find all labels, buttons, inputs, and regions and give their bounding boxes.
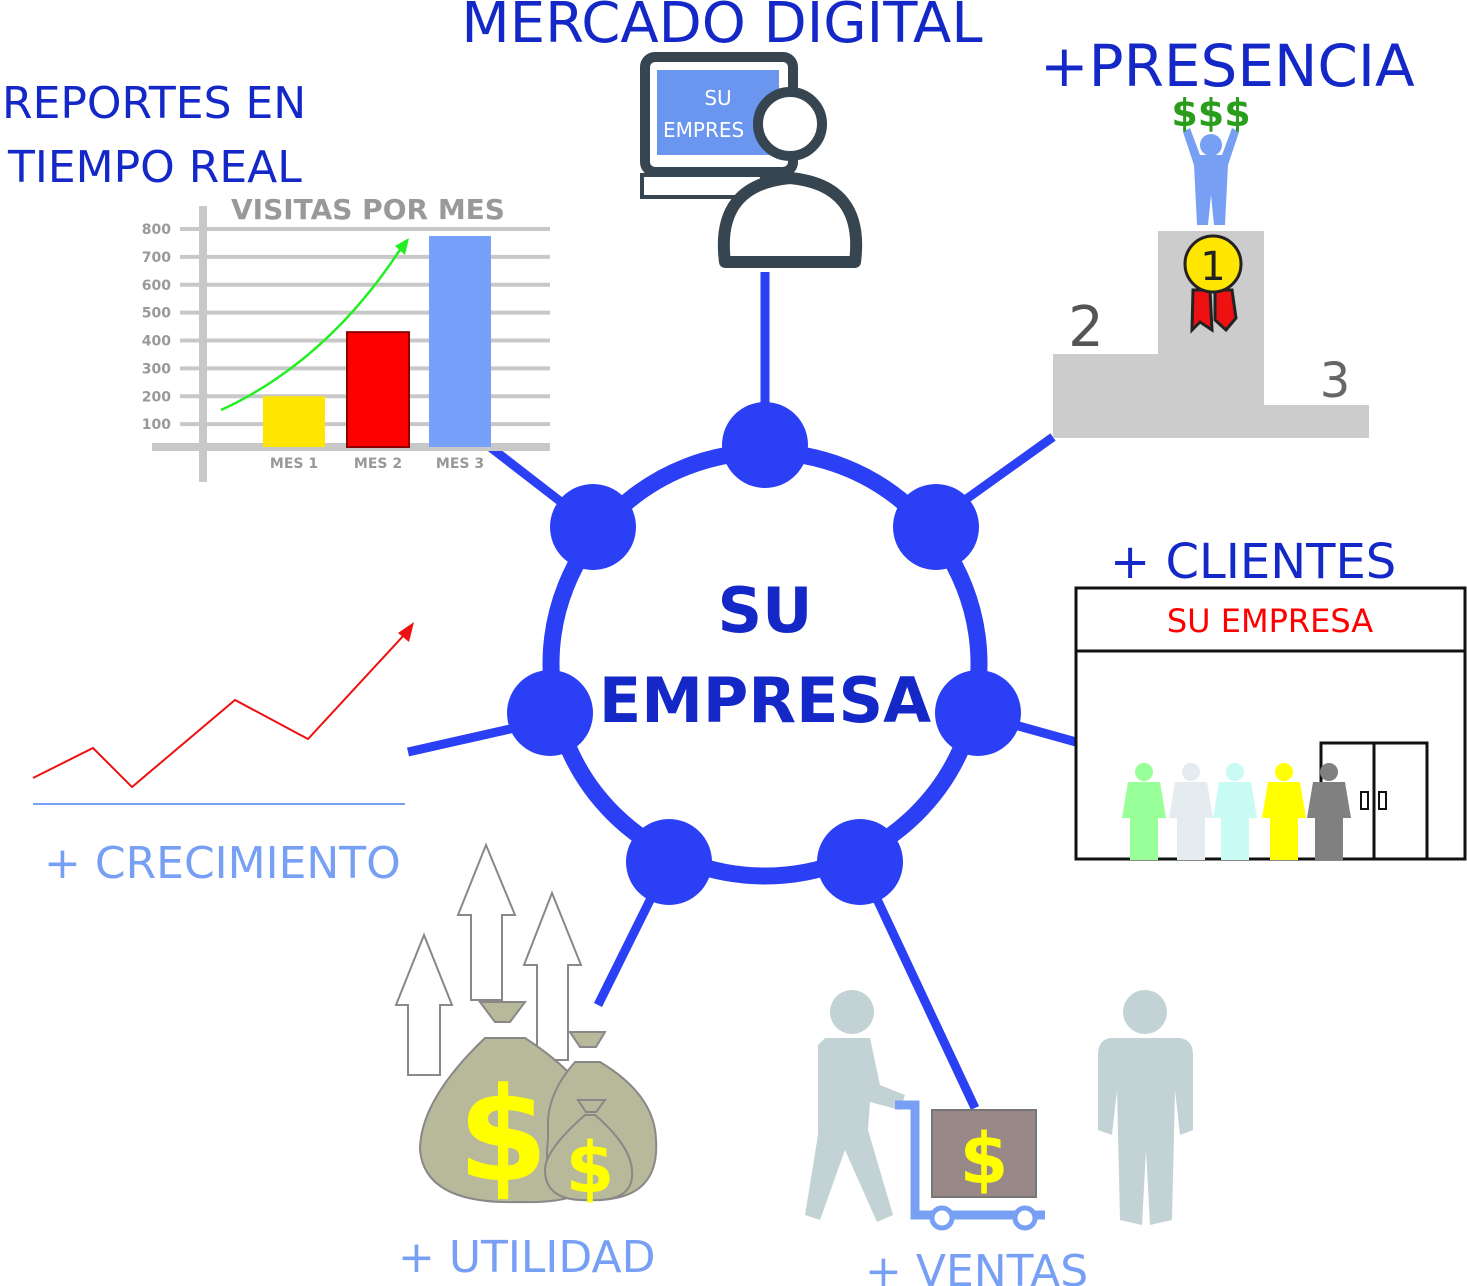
y-tick-label: 200 — [142, 389, 171, 405]
box-dollar-sign: $ — [960, 1118, 1009, 1200]
visits-chart: VISITAS POR MES 100 200 300 400 500 600 700 800… — [142, 193, 550, 482]
gridline — [180, 227, 550, 231]
growth-line-icon — [32, 622, 414, 805]
winner-figure-icon — [1183, 128, 1239, 225]
y-tick-label: 400 — [142, 334, 171, 350]
customer-figure-icon — [1213, 763, 1257, 860]
monitor-text-line2: EMPRES — [663, 118, 744, 142]
label-presencia: +PRESENCIA — [1040, 32, 1415, 100]
trend-arrowhead — [395, 238, 409, 255]
spoke-ventas — [863, 878, 980, 1110]
center-title-line2: EMPRESA — [599, 664, 931, 737]
chart-title: VISITAS POR MES — [231, 193, 505, 226]
dollar-sign: $ — [458, 1059, 548, 1211]
center-title-line1: SU — [718, 574, 813, 647]
x-tick-label: MES 1 — [270, 456, 318, 472]
spoke-utilidad — [593, 878, 665, 1007]
hub-node — [817, 819, 903, 905]
hub-node — [722, 402, 808, 488]
y-tick-label: 100 — [142, 417, 171, 433]
store-sign: SU EMPRESA — [1167, 602, 1373, 640]
y-axis — [199, 206, 207, 482]
spoke-presencia — [962, 433, 1056, 504]
hub-nodes — [507, 402, 1021, 905]
customer-figure-icon — [1169, 763, 1213, 860]
label-ventas: + VENTAS — [865, 1246, 1088, 1286]
store-icon: SU EMPRESA — [1074, 586, 1467, 861]
label-clientes: + CLIENTES — [1110, 534, 1396, 590]
bar-mes-2 — [346, 331, 410, 449]
bar-mes-3 — [429, 235, 491, 447]
x-tick-label: MES 3 — [436, 456, 484, 472]
label-reportes-line2: TIEMPO REAL — [7, 142, 302, 193]
trend-arrow — [220, 241, 407, 412]
monitor-user-icon: SU EMPRES — [640, 52, 863, 268]
gridline — [180, 310, 550, 315]
podium-first: 1 — [1200, 244, 1225, 290]
bar-mes-1 — [263, 396, 325, 447]
spoke-reportes — [487, 443, 568, 509]
hub-node — [626, 819, 712, 905]
hub-node — [550, 484, 636, 570]
y-tick-label: 300 — [142, 361, 171, 377]
y-tick-label: 800 — [142, 222, 171, 238]
label-mercado-digital: MERCADO DIGITAL — [461, 0, 982, 56]
sales-delivery-icon: $ — [805, 990, 1193, 1231]
x-tick-label: MES 2 — [354, 456, 402, 472]
podium-money: $$$ — [1171, 91, 1250, 135]
spoke-clientes — [1013, 720, 1078, 747]
customer-figure-icon — [1307, 763, 1351, 860]
label-utilidad: + UTILIDAD — [398, 1232, 656, 1283]
podium-second: 2 — [1068, 295, 1104, 360]
gridline — [180, 282, 550, 287]
customer-figure-icon — [1262, 763, 1306, 860]
gridline — [180, 254, 550, 259]
money-bags-icon: $ $ — [394, 842, 658, 1211]
podium-icon: 2 3 1 $$$ — [1053, 91, 1369, 438]
customer-figure-icon — [1122, 763, 1166, 860]
podium-third: 3 — [1320, 353, 1351, 409]
y-tick-label: 500 — [142, 306, 171, 322]
hub-node — [893, 484, 979, 570]
y-tick-label: 600 — [142, 278, 171, 294]
y-tick-label: 700 — [142, 250, 171, 266]
hub-node — [507, 670, 593, 756]
hub-node — [935, 670, 1021, 756]
monitor-text-line1: SU — [704, 86, 731, 110]
label-reportes-line1: REPORTES EN — [2, 78, 306, 129]
label-crecimiento: + CRECIMIENTO — [44, 838, 401, 889]
dollar-sign-small: $ — [566, 1127, 615, 1209]
